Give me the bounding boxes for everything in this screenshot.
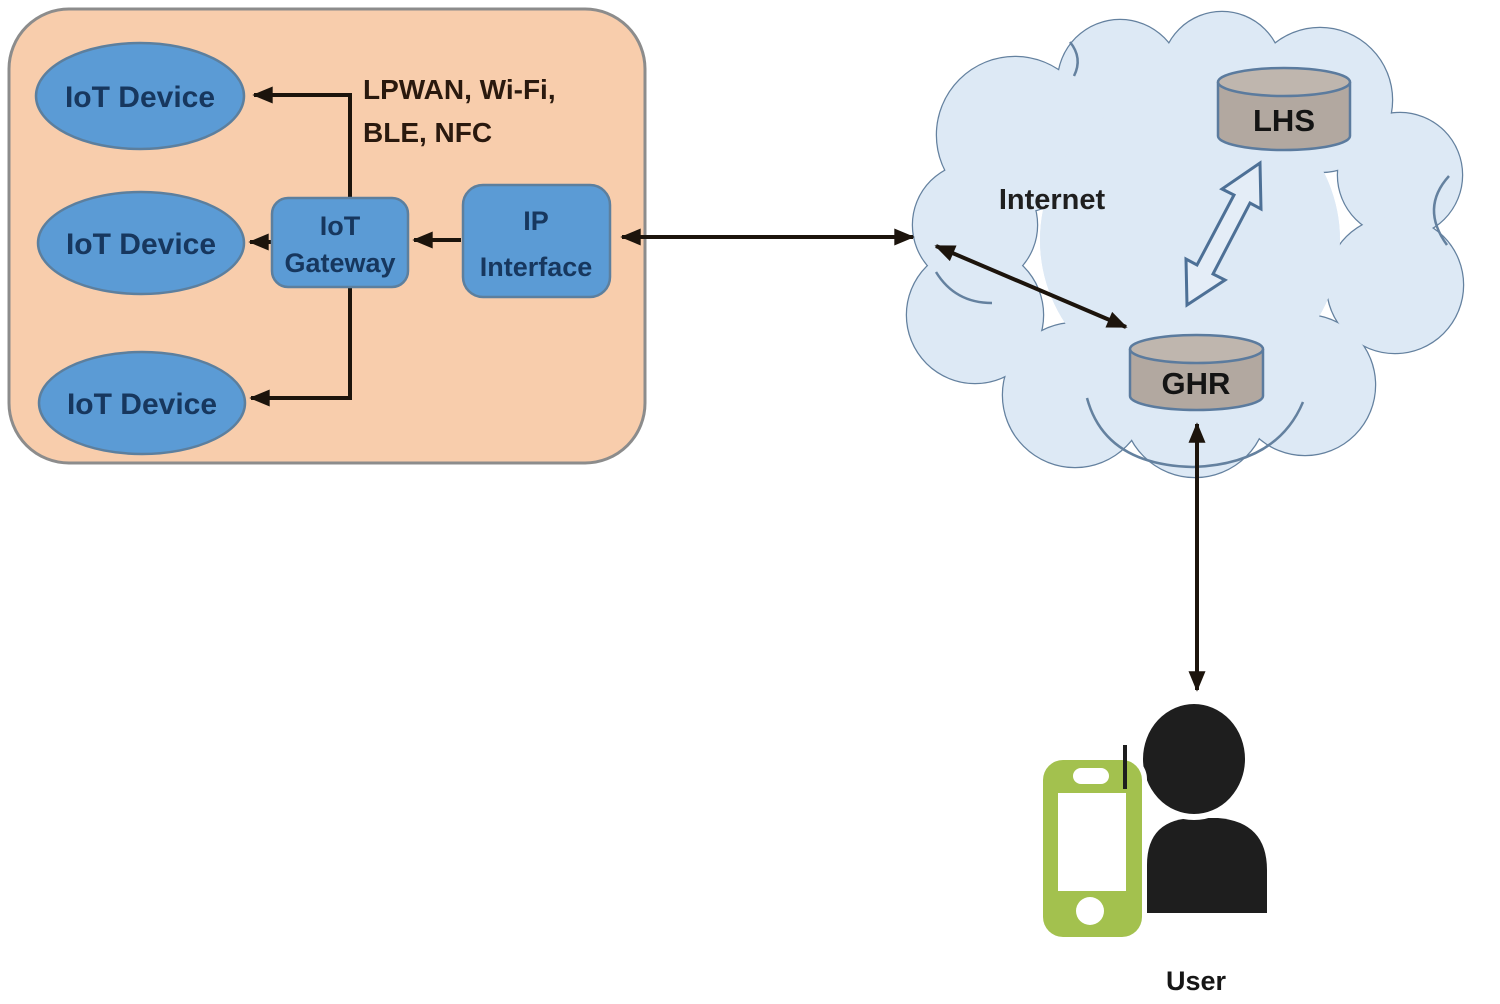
lhs-label: LHS: [1253, 103, 1315, 138]
cloud-inner-arc: [1432, 175, 1450, 246]
ip-interface-box: [461, 183, 612, 299]
iot-gateway-box: [270, 196, 410, 289]
user-head: [1137, 698, 1251, 820]
internet-label: Internet: [999, 184, 1106, 216]
iot-gateway-label-line2: Gateway: [284, 248, 395, 278]
phone-screen: [1058, 793, 1126, 891]
ghr-label: GHR: [1162, 366, 1231, 401]
protocols-label-line1: LPWAN, Wi-Fi,: [363, 74, 556, 105]
lhs-cylinder-top: [1216, 66, 1352, 98]
user-torso: [1147, 818, 1267, 913]
ip-interface-label-line2: Interface: [480, 252, 593, 282]
lhs-server: LHS: [1216, 66, 1352, 152]
arrow-gateway-to-device-bottom: [249, 287, 352, 407]
local-network-group: LPWAN, Wi-Fi, BLE, NFC IoT Device IoT De…: [7, 7, 647, 465]
ghr-cylinder-body: [1128, 349, 1265, 412]
iot-device-middle-label: IoT Device: [66, 228, 216, 261]
iot-device-bottom: [37, 350, 247, 456]
user-icon: User: [1038, 698, 1267, 996]
iot-gateway-label-line1: IoT: [320, 211, 361, 241]
ghr-cylinder-top: [1128, 333, 1265, 365]
cloud-inner-arc: [1069, 41, 1079, 77]
iot-device-top: [34, 41, 246, 151]
arrow-cloud-edge-to-ghr: [934, 244, 1128, 329]
hollow-arrow-lhs-ghr: [1184, 160, 1263, 308]
arrow-gateway-to-device-top: [252, 86, 352, 198]
protocols-label-line2: BLE, NFC: [363, 117, 492, 148]
phone-speaker: [1073, 768, 1109, 784]
lhs-cylinder-body: [1216, 82, 1352, 152]
iot-device-middle: [36, 190, 246, 296]
phone-home-button: [1076, 897, 1104, 925]
ip-interface-label-line1: IP: [523, 206, 549, 236]
ghr-server: GHR: [1128, 333, 1265, 412]
iot-device-bottom-label: IoT Device: [67, 388, 217, 421]
iot-device-top-label: IoT Device: [65, 81, 215, 114]
user-label: User: [1166, 966, 1227, 996]
